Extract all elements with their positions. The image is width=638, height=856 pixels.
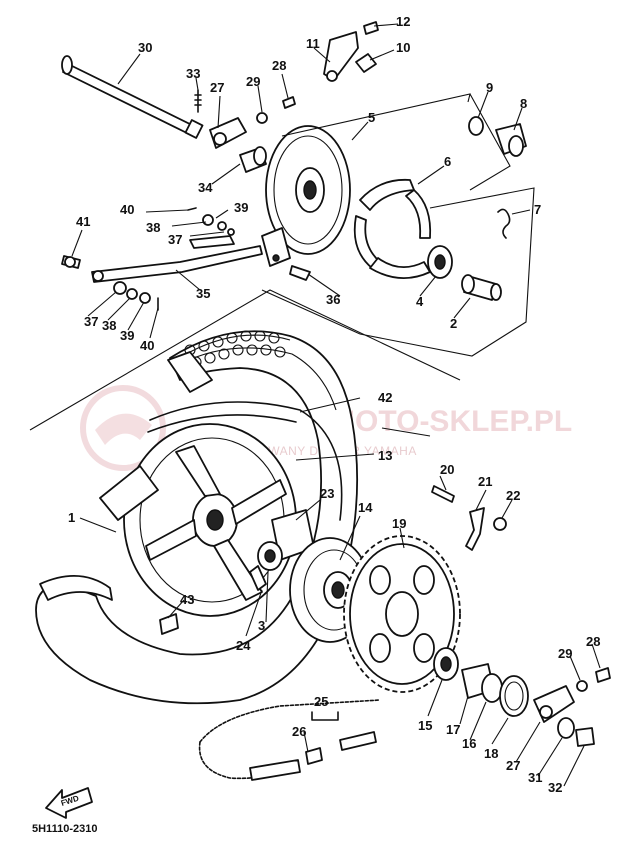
watermark-title: MOTO-SKLEP.PL <box>330 405 572 438</box>
callout-8: 8 <box>520 96 527 111</box>
return-spring <box>497 208 511 239</box>
callout-6: 6 <box>444 154 451 169</box>
callout-26: 26 <box>292 724 306 739</box>
tension-bar-bolt <box>61 255 81 269</box>
tension-bar-fasteners <box>113 281 159 311</box>
tension-bar <box>91 207 263 283</box>
callout-labels: 1 2 3 4 5 6 7 8 9 10 11 12 13 14 15 16 1… <box>68 14 600 795</box>
callout-40-upper: 40 <box>120 202 134 217</box>
callout-37-upper: 37 <box>168 232 182 247</box>
callout-15: 15 <box>418 718 432 733</box>
callout-27-upper: 27 <box>210 80 224 95</box>
callout-29-upper: 29 <box>246 74 260 89</box>
watermark-logo <box>80 385 166 471</box>
hub-assembly-outline <box>261 93 535 357</box>
callout-9: 9 <box>486 80 493 95</box>
callout-36: 36 <box>326 292 340 307</box>
callout-33: 33 <box>186 66 200 81</box>
tire <box>35 330 359 705</box>
cast-wheel <box>99 423 297 617</box>
callout-29-lower: 29 <box>558 646 572 661</box>
left-bearing <box>427 245 453 279</box>
right-chain-puller <box>533 667 611 747</box>
callout-19: 19 <box>392 516 406 531</box>
callout-17: 17 <box>446 722 460 737</box>
callout-32: 32 <box>548 780 562 795</box>
callout-38-lower: 38 <box>102 318 116 333</box>
callout-7: 7 <box>534 202 541 217</box>
callout-23: 23 <box>320 486 334 501</box>
callout-10: 10 <box>396 40 410 55</box>
plate-bolt <box>289 265 311 281</box>
callout-37-lower: 37 <box>84 314 98 329</box>
valve-stem <box>159 613 179 635</box>
callout-13: 13 <box>378 448 392 463</box>
callout-16: 16 <box>462 736 476 751</box>
callout-39-upper: 39 <box>234 200 248 215</box>
left-collar <box>239 146 267 173</box>
clutch-hub <box>249 509 315 591</box>
callout-24: 24 <box>236 638 251 653</box>
brake-camshaft <box>468 116 527 157</box>
callout-27-lower: 27 <box>506 758 520 773</box>
right-hub-parts <box>433 647 529 717</box>
callout-4: 4 <box>416 294 424 309</box>
callout-3: 3 <box>258 618 265 633</box>
callout-30: 30 <box>138 40 152 55</box>
callout-22: 22 <box>506 488 520 503</box>
callout-43: 43 <box>180 592 194 607</box>
callout-34: 34 <box>198 180 213 195</box>
callout-18: 18 <box>484 746 498 761</box>
callout-28-lower: 28 <box>586 634 600 649</box>
callout-41: 41 <box>76 214 90 229</box>
callout-40-lower: 40 <box>140 338 154 353</box>
front-direction-marker: FWD <box>45 787 93 819</box>
rear-axle <box>61 55 204 139</box>
callout-31: 31 <box>528 770 542 785</box>
callout-1: 1 <box>68 510 75 525</box>
leader-lines <box>71 23 601 787</box>
callout-21: 21 <box>478 474 492 489</box>
callout-28-upper: 28 <box>272 58 286 73</box>
left-chain-puller <box>194 89 296 149</box>
camshaft-lever <box>323 21 379 82</box>
spacer <box>461 274 502 301</box>
callout-11: 11 <box>306 36 320 51</box>
drive-chain <box>198 699 381 781</box>
callout-42: 42 <box>378 390 392 405</box>
callout-12: 12 <box>396 14 410 29</box>
callout-38-upper: 38 <box>146 220 160 235</box>
rear-sprocket <box>343 535 461 693</box>
wheel-assembly-outline <box>29 289 461 437</box>
callout-2: 2 <box>450 316 457 331</box>
sprocket-fasteners <box>431 485 507 551</box>
callout-35: 35 <box>196 286 210 301</box>
brake-shoes <box>353 178 432 280</box>
drawing-code: 5H1110-2310 <box>32 823 97 835</box>
callout-20: 20 <box>440 462 454 477</box>
callout-5: 5 <box>368 110 375 125</box>
brake-shoe-plate <box>261 125 351 267</box>
inner-tube <box>147 401 343 521</box>
callout-39-lower: 39 <box>120 328 134 343</box>
callout-14: 14 <box>358 500 373 515</box>
callout-25: 25 <box>314 694 328 709</box>
